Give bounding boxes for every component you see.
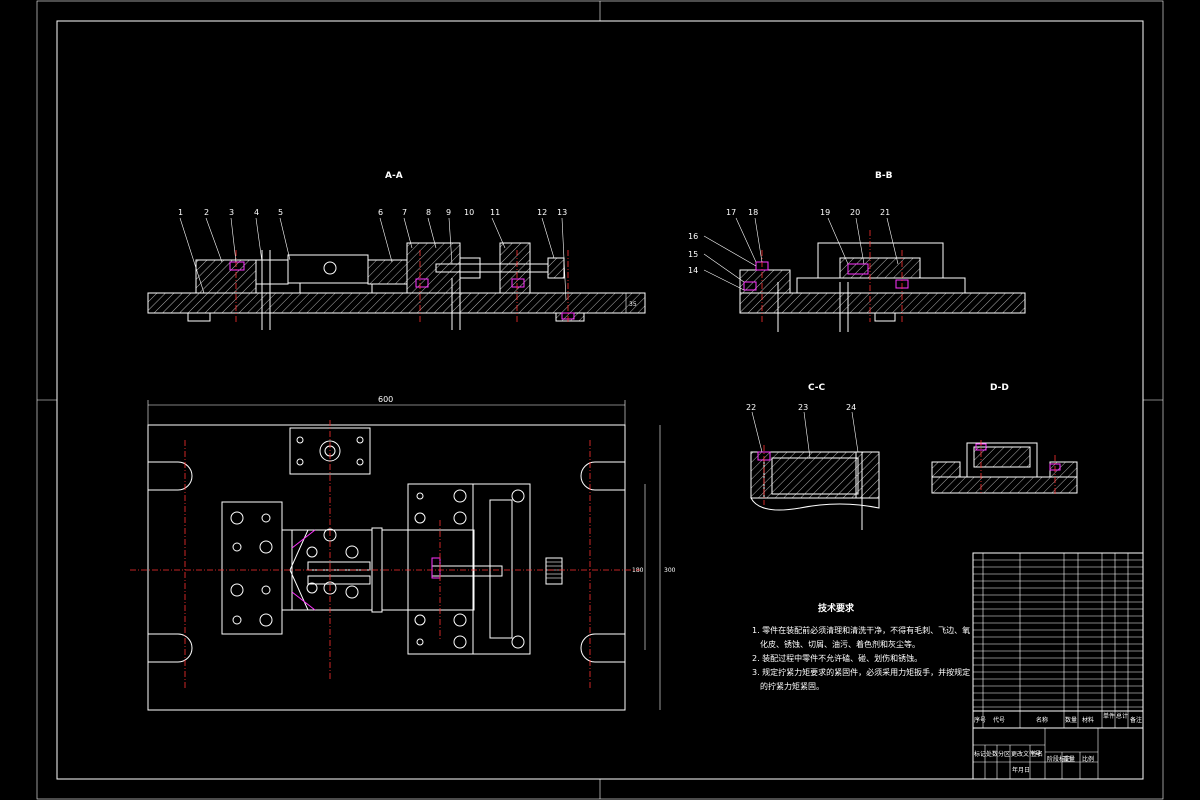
view-title-aa: A-A — [385, 171, 403, 181]
dim-plan-inner: 180 — [632, 567, 644, 574]
tech-req-line-2: 化皮、锈蚀、切屑、油污、着色剂和灰尘等。 — [760, 639, 920, 649]
callout-5: 5 — [278, 208, 283, 217]
callout-2: 2 — [204, 208, 209, 217]
tb-mark: 标记 — [974, 750, 986, 758]
callout-19: 19 — [820, 208, 830, 217]
th-total: 总计 — [1116, 712, 1128, 720]
callout-17: 17 — [726, 208, 736, 217]
callout-1: 1 — [178, 208, 183, 217]
callout-22: 22 — [746, 403, 756, 412]
tech-req-title: 技术要求 — [818, 602, 855, 614]
callout-9: 9 — [446, 208, 451, 217]
callout-18: 18 — [748, 208, 758, 217]
callout-13: 13 — [557, 208, 567, 217]
plan-view: 600 300 180 — [130, 395, 676, 711]
view-title-dd: D-D — [990, 383, 1009, 393]
tb-count: 处数 — [986, 750, 998, 758]
dim-overall-width: 600 — [378, 395, 393, 404]
tech-req-line-4: 3. 规定拧紧力矩要求的紧固件，必须采用力矩扳手，并按规定 — [752, 667, 970, 677]
section-view-dd: D-D — [931, 383, 1078, 495]
title-block: 标记 处数 分区 更改文件号 签名 年月日 阶段标记 重量 比例 — [972, 727, 1144, 780]
th-code: 代号 — [993, 716, 1005, 724]
tb-sign: 签名 — [1031, 750, 1043, 758]
tb-zone: 分区 — [998, 750, 1010, 758]
callout-12: 12 — [537, 208, 547, 217]
section-view-cc: C-C 22 23 24 — [746, 383, 880, 530]
view-title-bb: B-B — [875, 171, 893, 181]
callout-14: 14 — [688, 266, 698, 275]
tb-stage: 阶段标记 — [1047, 755, 1071, 763]
callout-7: 7 — [402, 208, 407, 217]
dim-plan-height: 300 — [664, 567, 676, 574]
th-remark: 备注 — [1130, 716, 1142, 724]
callout-20: 20 — [850, 208, 860, 217]
callout-10: 10 — [464, 208, 474, 217]
section-view-bb: B-B 17 18 19 20 21 16 15 14 — [688, 171, 1026, 332]
callout-21: 21 — [880, 208, 890, 217]
callout-3: 3 — [229, 208, 234, 217]
callout-23: 23 — [798, 403, 808, 412]
technical-requirements: 技术要求 1. 零件在装配前必须清理和清洗干净，不得有毛刺、飞边、氧 化皮、锈蚀… — [752, 602, 970, 691]
tb-date: 年月日 — [1012, 766, 1030, 774]
th-seq: 序号 — [974, 716, 986, 724]
callout-16: 16 — [688, 232, 698, 241]
tech-req-line-5: 的拧紧力矩紧固。 — [760, 681, 824, 691]
callout-4: 4 — [254, 208, 259, 217]
th-qty: 数量 — [1065, 716, 1077, 724]
callout-15: 15 — [688, 250, 698, 259]
callout-8: 8 — [426, 208, 431, 217]
tb-change-no: 更改文件号 — [1011, 750, 1041, 758]
th-unit: 单件 — [1103, 712, 1115, 720]
section-view-aa: A-A — [147, 171, 646, 330]
tb-scale: 比例 — [1082, 755, 1094, 763]
tb-weight: 重量 — [1063, 755, 1075, 763]
th-name: 名称 — [1036, 716, 1048, 724]
parts-list: 序号 代号 名称 数量 材料 单件 总计 备注 — [972, 552, 1144, 729]
view-title-cc: C-C — [808, 383, 826, 393]
callout-24: 24 — [846, 403, 856, 412]
dim-aa-height: 35 — [629, 301, 637, 308]
callout-11: 11 — [490, 208, 500, 217]
th-material: 材料 — [1082, 716, 1094, 724]
callout-6: 6 — [378, 208, 383, 217]
tech-req-line-3: 2. 装配过程中零件不允许磕、碰、划伤和锈蚀。 — [752, 653, 922, 663]
tech-req-line-1: 1. 零件在装配前必须清理和清洗干净，不得有毛刺、飞边、氧 — [752, 625, 970, 635]
